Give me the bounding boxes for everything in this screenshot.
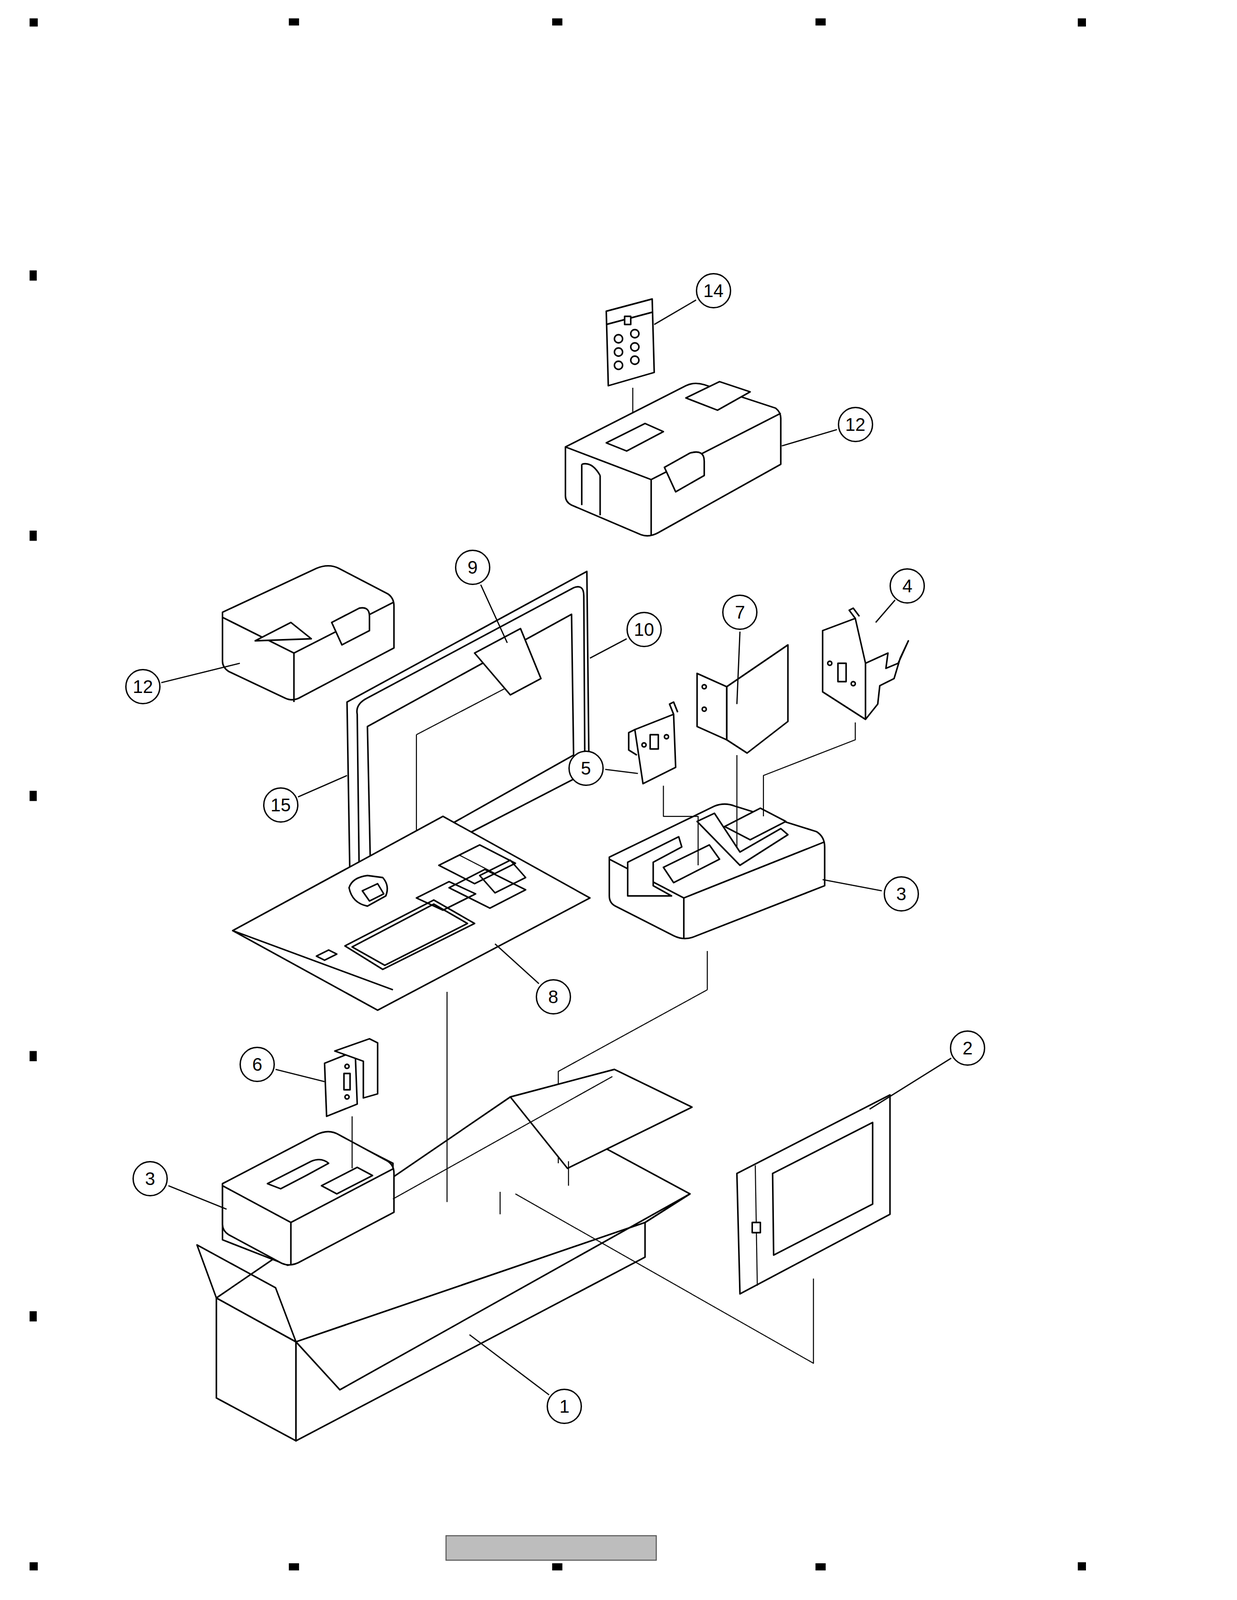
- callout-number: 3: [883, 876, 920, 912]
- callout-number: 7: [722, 594, 758, 631]
- callout-text: 10: [634, 620, 655, 639]
- callout-text: 2: [962, 1039, 973, 1058]
- leader-lines: [161, 300, 952, 1396]
- callout-text: 6: [252, 1055, 263, 1074]
- foam-pad: [609, 804, 825, 939]
- callout-number: 6: [239, 1046, 275, 1083]
- callout-text: 8: [547, 987, 558, 1007]
- callout-number: 8: [535, 979, 572, 1015]
- screw-bag: [606, 298, 655, 386]
- metal-bracket: [324, 1039, 378, 1117]
- page-bar: [445, 1535, 657, 1561]
- callout-text: 7: [734, 603, 745, 622]
- document-set: [232, 816, 591, 1011]
- callout-text: 12: [845, 415, 866, 434]
- foam-pad: [222, 566, 395, 703]
- callout-number: 5: [568, 750, 604, 787]
- callout-text: 3: [896, 884, 907, 904]
- callout-number: 14: [695, 273, 732, 309]
- callout-text: 15: [270, 796, 292, 815]
- callout-number: 3: [132, 1161, 168, 1197]
- metal-bracket: [822, 608, 909, 720]
- callout-text: 4: [902, 576, 913, 596]
- callout-number: 9: [454, 549, 491, 586]
- callout-text: 5: [580, 759, 591, 778]
- callout-text: 3: [145, 1169, 156, 1189]
- callout-text: 9: [467, 558, 478, 577]
- callout-number: 10: [626, 611, 662, 648]
- callout-number: 12: [837, 406, 874, 443]
- callout-text: 14: [703, 281, 724, 300]
- protective-sheet: [737, 1095, 891, 1295]
- metal-bracket: [628, 702, 678, 784]
- registration-marks: [29, 18, 1086, 1571]
- foam-pad: [222, 1131, 395, 1266]
- callout-number: 12: [125, 669, 161, 705]
- foam-pad: [565, 381, 782, 537]
- callout-number: 2: [949, 1030, 986, 1066]
- carton-box: [196, 1069, 692, 1442]
- callout-text: 12: [132, 677, 154, 696]
- callout-number: 4: [889, 568, 925, 604]
- callout-text: 1: [559, 1397, 570, 1416]
- foam-spacer: [697, 645, 788, 754]
- callout-number: 1: [546, 1388, 582, 1425]
- callout-number: 15: [263, 787, 299, 823]
